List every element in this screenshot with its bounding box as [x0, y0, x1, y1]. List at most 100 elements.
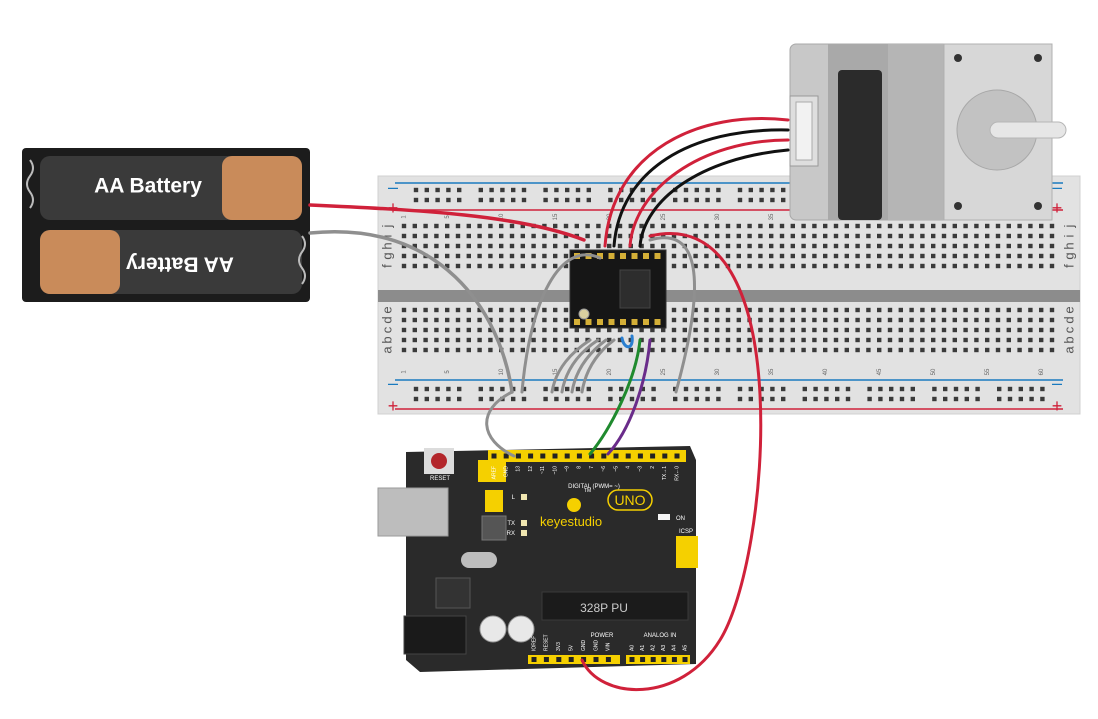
- power-pin-socket[interactable]: [581, 657, 587, 662]
- breadboard-hole: [499, 253, 504, 259]
- row-letter-h-right: h: [1061, 242, 1076, 249]
- analog-pin-socket[interactable]: [629, 657, 635, 662]
- rail-hole: [619, 386, 624, 392]
- rail-hole: [608, 396, 613, 402]
- breadboard-hole: [661, 337, 666, 343]
- digital-pin-socket[interactable]: [650, 453, 656, 459]
- breadboard-hole: [1039, 347, 1044, 353]
- breadboard-hole: [704, 337, 709, 343]
- power-pin-socket[interactable]: [568, 657, 574, 662]
- breadboard-hole: [1006, 253, 1011, 259]
- reset-button[interactable]: [431, 453, 447, 469]
- breadboard-hole: [877, 233, 882, 239]
- breadboard-hole: [758, 337, 763, 343]
- power-pin-socket[interactable]: [543, 657, 549, 662]
- digital-pin-label: ~10: [552, 466, 558, 475]
- breadboard-hole: [1017, 243, 1022, 249]
- breadboard-hole: [812, 223, 817, 229]
- rail-hole: [975, 386, 980, 392]
- analog-pin-socket[interactable]: [671, 657, 677, 662]
- breadboard-hole: [855, 347, 860, 353]
- breadboard-hole: [920, 307, 925, 313]
- breadboard-hole: [423, 317, 428, 323]
- breadboard-hole: [747, 263, 752, 269]
- rail-hole: [770, 197, 775, 203]
- digital-pin-socket[interactable]: [540, 453, 546, 459]
- breadboard-hole: [1049, 263, 1055, 269]
- digital-pin-socket[interactable]: [674, 453, 680, 459]
- keyestudio-logo: TM keyestudio UNO: [540, 488, 653, 529]
- breadboard-hole: [650, 337, 655, 343]
- digital-pin-label: 2: [650, 466, 656, 469]
- breadboard-hole: [747, 307, 752, 313]
- breadboard-hole: [1039, 223, 1044, 229]
- digital-pin-socket[interactable]: [503, 453, 509, 459]
- rail-hole: [640, 396, 645, 402]
- breadboard-hole: [920, 253, 925, 259]
- digital-pin-socket[interactable]: [564, 453, 570, 459]
- breadboard-hole: [563, 243, 569, 249]
- rail-minus-bottom-left: –: [388, 373, 398, 393]
- digital-pin-socket[interactable]: [491, 453, 497, 459]
- digital-pin-socket[interactable]: [637, 453, 643, 459]
- digital-pin-socket[interactable]: [552, 453, 558, 459]
- breadboard-hole: [617, 327, 623, 333]
- breadboard-hole: [531, 263, 536, 269]
- digital-pin-socket[interactable]: [601, 453, 607, 459]
- wire-gnd-arduino: [485, 390, 516, 458]
- digital-pin-socket[interactable]: [515, 453, 521, 459]
- analog-pin-socket[interactable]: [650, 657, 656, 662]
- breadboard-hole: [639, 337, 644, 343]
- battery-pack: AA Battery AA Battery: [22, 148, 310, 302]
- breadboard-hole: [412, 307, 417, 313]
- digital-pin-label: ~11: [540, 466, 546, 474]
- breadboard-hole: [931, 243, 936, 249]
- digital-pin-socket[interactable]: [613, 453, 619, 459]
- breadboard-hole: [898, 327, 903, 333]
- breadboard-hole: [844, 253, 849, 259]
- breadboard-hole: [499, 233, 504, 239]
- breadboard-hole: [1028, 263, 1033, 269]
- breadboard-hole: [736, 253, 741, 259]
- rail-hole: [835, 386, 840, 392]
- digital-pin-socket[interactable]: [576, 453, 582, 459]
- wire-motor-a1: [603, 117, 790, 248]
- breadboard-hole: [445, 347, 450, 353]
- rail-hole: [964, 386, 969, 392]
- breadboard-hole: [445, 253, 450, 259]
- breadboard-hole: [823, 337, 828, 343]
- breadboard-hole: [823, 307, 828, 313]
- breadboard-hole: [488, 317, 493, 323]
- power-pin-socket[interactable]: [605, 657, 611, 662]
- digital-pin-socket[interactable]: [625, 453, 631, 459]
- digital-pin-socket[interactable]: [589, 453, 595, 459]
- column-number: 50: [931, 368, 937, 375]
- power-pin-socket[interactable]: [556, 657, 562, 662]
- power-pin-socket[interactable]: [531, 657, 537, 662]
- breadboard-hole: [941, 223, 947, 229]
- digital-pin-socket[interactable]: [662, 453, 668, 459]
- digital-pin-socket[interactable]: [528, 453, 534, 459]
- breadboard-hole: [1028, 337, 1033, 343]
- breadboard-hole: [715, 307, 720, 313]
- breadboard-hole: [833, 317, 839, 323]
- row-letter-f-left: f: [379, 264, 394, 268]
- analog-pin-socket[interactable]: [640, 657, 646, 662]
- breadboard-hole: [553, 263, 558, 269]
- power-pin-socket[interactable]: [593, 657, 599, 662]
- breadboard-hole: [769, 327, 774, 333]
- analog-pin-socket[interactable]: [682, 657, 688, 662]
- breadboard-hole: [466, 327, 471, 333]
- rail-hole: [554, 396, 559, 402]
- breadboard-hole: [1039, 317, 1044, 323]
- breadboard-hole: [931, 317, 936, 323]
- breadboard-hole: [563, 317, 569, 323]
- analog-pin-socket[interactable]: [661, 657, 667, 662]
- breadboard-hole: [563, 233, 569, 239]
- breadboard-hole: [963, 337, 968, 343]
- rail-hole: [435, 386, 440, 392]
- driver-pin: [574, 319, 580, 325]
- breadboard-hole: [499, 223, 504, 229]
- breadboard-hole: [1039, 253, 1044, 259]
- breadboard-hole: [1039, 263, 1044, 269]
